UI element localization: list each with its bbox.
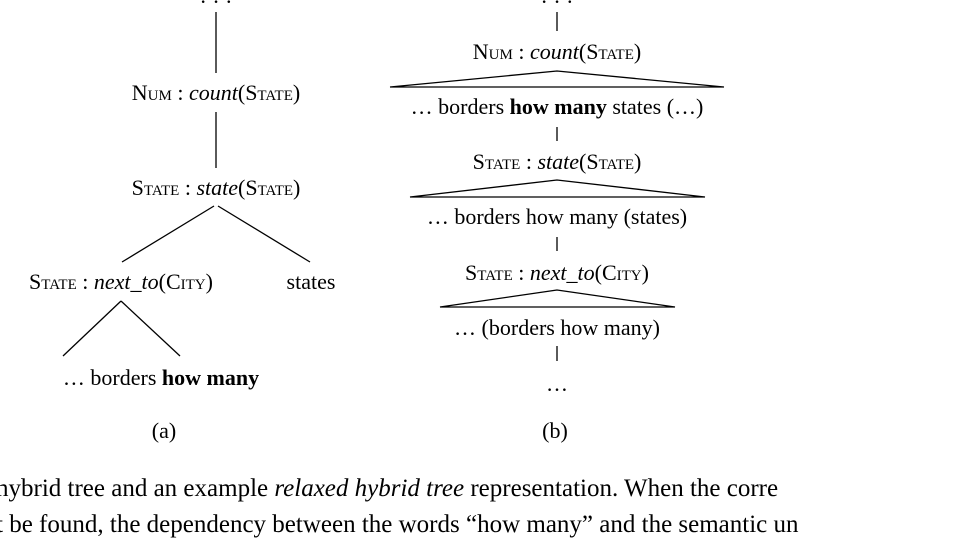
a-nextto-sep: : bbox=[76, 269, 94, 294]
b-state-cat: State bbox=[472, 149, 521, 174]
b-nextto-cat: State bbox=[465, 260, 513, 285]
a-nextto-fn: next_to bbox=[93, 269, 159, 294]
a-state-open: ( bbox=[238, 175, 246, 200]
edge-a-nextto-left bbox=[62, 300, 122, 357]
caption-line-2: t be found, the dependency between the w… bbox=[0, 511, 799, 538]
b-bottom-ellipsis: … bbox=[546, 371, 568, 396]
b-nextto-fn: next_to bbox=[529, 260, 595, 285]
b-num-cat: Num bbox=[472, 39, 513, 64]
edge-a-nextto-right bbox=[120, 300, 181, 357]
b-state-sep: : bbox=[520, 149, 538, 174]
a-leaf-states: states bbox=[286, 269, 336, 294]
a-nextto-arg: City bbox=[165, 269, 206, 294]
a-state-fn: state bbox=[196, 175, 239, 200]
b-span-1-bold: how many bbox=[509, 94, 607, 119]
b-nextto-close: ) bbox=[641, 260, 649, 285]
b-label: (b) bbox=[542, 418, 568, 443]
b-span-2: … borders how many (states) bbox=[426, 204, 688, 229]
a-num-close: ) bbox=[292, 80, 301, 105]
b-node-state-nextto: State : next_to(City) bbox=[465, 260, 649, 286]
a-nextto-close: ) bbox=[205, 269, 213, 294]
a-leaf-plain: … borders bbox=[62, 365, 162, 390]
a-leaf-borders: … borders how many bbox=[63, 365, 259, 391]
b-span-1: … borders how many states (…) bbox=[411, 94, 704, 120]
b-state-open: ( bbox=[579, 149, 587, 174]
a-node-num-count: Num : count(State) bbox=[132, 80, 300, 106]
a-leaf-bold: how many bbox=[161, 365, 260, 390]
b-num-open: ( bbox=[578, 39, 587, 64]
b-state-close: ) bbox=[634, 149, 642, 174]
a-nextto-open: ( bbox=[158, 269, 166, 294]
a-top-ellipsis: · · · bbox=[199, 0, 233, 14]
a-state-close: ) bbox=[293, 175, 301, 200]
b-num-sep: : bbox=[512, 39, 530, 64]
b-nextto-arg: City bbox=[601, 260, 642, 285]
a-label: (a) bbox=[151, 418, 177, 443]
a-num-open: ( bbox=[237, 80, 246, 105]
a-num-sep: : bbox=[171, 80, 189, 105]
a-num-fn: count bbox=[188, 80, 238, 105]
a-nextto-cat: State bbox=[29, 269, 77, 294]
a-state-cat: State bbox=[131, 175, 180, 200]
b-span-3: … (borders how many) bbox=[454, 315, 660, 340]
b-num-close: ) bbox=[633, 39, 642, 64]
edge-a-state-left bbox=[121, 205, 215, 263]
a-state-arg: State bbox=[245, 175, 294, 200]
triangle-b-3 bbox=[439, 289, 676, 308]
caption-1-pre: hybrid tree and an example bbox=[0, 475, 275, 502]
a-num-arg: State bbox=[245, 80, 293, 105]
edge-a-state-right bbox=[217, 205, 311, 263]
b-state-arg: State bbox=[586, 149, 635, 174]
a-node-state-state: State : state(State) bbox=[132, 175, 301, 201]
caption-1-post: representation. When the corre bbox=[464, 475, 779, 502]
b-nextto-sep: : bbox=[512, 260, 530, 285]
b-top-ellipsis: · · · bbox=[540, 0, 574, 14]
b-num-fn: count bbox=[529, 39, 579, 64]
b-nextto-open: ( bbox=[594, 260, 602, 285]
b-span-1-post: states (…) bbox=[606, 94, 704, 119]
b-span-1-pre: … borders bbox=[410, 94, 510, 119]
b-num-arg: State bbox=[586, 39, 634, 64]
b-node-state-state: State : state(State) bbox=[473, 149, 642, 175]
b-node-num-count: Num : count(State) bbox=[473, 39, 641, 65]
a-num-cat: Num bbox=[131, 80, 172, 105]
caption-line-1: hybrid tree and an example relaxed hybri… bbox=[0, 476, 778, 502]
a-node-state-nextto: State : next_to(City) bbox=[29, 269, 213, 295]
triangle-b-2 bbox=[409, 179, 706, 198]
a-state-sep: : bbox=[179, 175, 197, 200]
caption-1-italic: relaxed hybrid tree bbox=[274, 475, 465, 502]
triangle-b-1 bbox=[389, 70, 725, 88]
b-state-fn: state bbox=[537, 149, 580, 174]
